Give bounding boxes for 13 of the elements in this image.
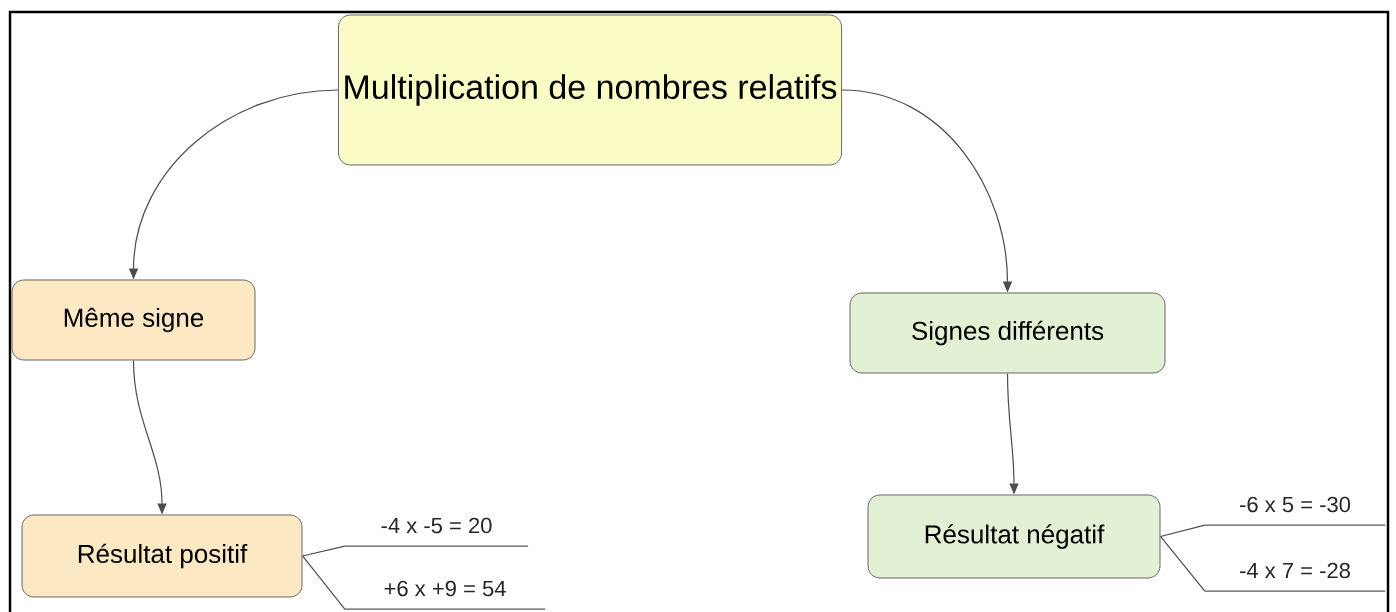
topic-box: Résultat positif bbox=[21, 514, 303, 598]
example-text: -6 x 5 = -30 bbox=[1204, 496, 1386, 526]
connector-line bbox=[1159, 535, 1206, 592]
example-text: +6 x +9 = 54 bbox=[344, 580, 546, 610]
connector-line bbox=[301, 555, 346, 610]
connector-line bbox=[1159, 524, 1206, 538]
topic-box: Signes différents bbox=[849, 292, 1166, 374]
topic-box: Multiplication de nombres relatifs bbox=[337, 14, 843, 166]
example-text: -4 x -5 = 20 bbox=[344, 517, 529, 547]
topic-box: Résultat négatif bbox=[867, 494, 1161, 579]
topic-box: Même signe bbox=[11, 279, 256, 361]
example-text: -4 x 7 = -28 bbox=[1204, 562, 1386, 592]
connector-line bbox=[301, 545, 346, 557]
